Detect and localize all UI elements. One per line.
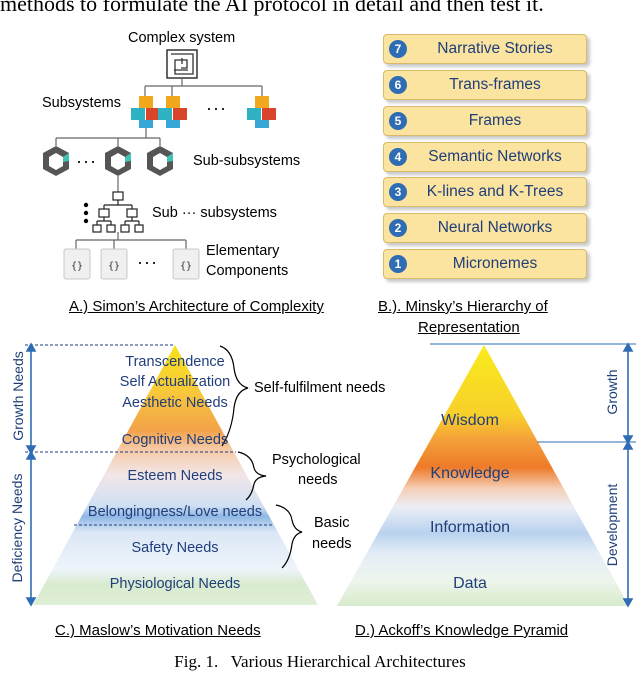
number-badge-icon: 2 [389, 219, 407, 237]
caption-b-line2: Representation [418, 319, 520, 336]
maslow-level-safety: Safety Needs [131, 540, 219, 556]
minsky-level-label: K-lines and K-Trees [426, 183, 564, 200]
hexagon-icon [43, 146, 69, 176]
maslow-level-aesthetic: Aesthetic Needs [122, 395, 228, 411]
number-badge-icon: 1 [389, 255, 407, 273]
minsky-level-1: 1 Micronemes [383, 249, 587, 279]
sub-dots-subsystems-label: Sub ··· subsystems [152, 205, 277, 221]
minsky-level-2: 2 Neural Networks [383, 213, 587, 243]
number-badge-icon: 3 [389, 183, 407, 201]
component-braces-icon: {} [172, 248, 200, 280]
minsky-level-label: Micronemes [452, 255, 538, 272]
minsky-level-label: Trans-frames [449, 76, 541, 93]
maslow-level-belongingness: Belongingness/Love needs [87, 504, 263, 520]
subsystems-label: Subsystems [42, 95, 121, 111]
minsky-level-4: 4 Semantic Networks [383, 142, 587, 172]
number-badge-icon: 6 [389, 76, 407, 94]
minsky-level-3: 3 K-lines and K-Trees [383, 177, 587, 207]
header-text-fragment: methods to formulate the AI protocol in … [0, 0, 544, 16]
ackoff-level-data: Data [453, 575, 487, 592]
hexagon-icon [147, 146, 173, 176]
simon-diagram: {} {} {} [43, 49, 276, 280]
minsky-level-label: Neural Networks [437, 219, 553, 236]
minsky-level-5: 5 Frames [383, 106, 587, 136]
complex-system-label: Complex system [128, 30, 236, 46]
ellipsis-components: ··· [137, 252, 158, 272]
maslow-level-transcendence: Transcendence [125, 354, 225, 370]
caption-a: A.) Simon’s Architecture of Complexity [69, 298, 324, 315]
cube-cluster-icon [247, 96, 276, 128]
number-badge-icon: 4 [389, 148, 407, 166]
growth-needs-label: Growth Needs [10, 351, 26, 441]
components-label: Components [206, 263, 289, 279]
ackoff-level-knowledge: Knowledge [430, 465, 510, 482]
figure-caption: Fig. 1. Various Hierarchical Architectur… [174, 652, 466, 671]
brace-label-psychological-needs: needs [298, 472, 338, 488]
minsky-level-label: Semantic Networks [428, 148, 562, 165]
svg-text:{}: {} [71, 261, 83, 272]
maslow-level-self-actualization: Self Actualization [119, 374, 231, 390]
ackoff-level-information: Information [429, 519, 511, 536]
brace-label-psychological: Psychological [272, 452, 361, 468]
minsky-level-6: 6 Trans-frames [383, 70, 587, 100]
number-badge-icon: 5 [389, 112, 407, 130]
cube-cluster-icon [131, 96, 160, 128]
vertical-dots-icon [83, 202, 89, 224]
brace-label-basic: Basic [314, 515, 350, 531]
hierarchy-tree-icon [92, 191, 144, 233]
minsky-level-7: 7 Narrative Stories [383, 34, 587, 64]
caption-c: C.) Maslow’s Motivation Needs [55, 622, 261, 639]
maslow-level-physiological: Physiological Needs [109, 576, 241, 592]
brace-label-self-fulfilment: Self-fulfilment needs [254, 380, 386, 396]
minsky-level-label: Frames [468, 112, 522, 129]
ackoff-development-label: Development [604, 483, 620, 567]
caption-b-line1: B.). Minsky’s Hierarchy of [378, 298, 548, 315]
sub-subsystems-label: Sub-subsystems [193, 153, 301, 169]
hexagon-icon [105, 146, 131, 176]
cube-cluster-icon [158, 96, 187, 128]
component-braces-icon: {} [63, 248, 91, 280]
caption-d: D.) Ackoff’s Knowledge Pyramid [355, 622, 569, 639]
svg-text:{}: {} [108, 261, 120, 272]
ackoff-growth-label: Growth [604, 369, 620, 415]
minsky-level-label: Narrative Stories [437, 40, 553, 57]
maslow-level-esteem: Esteem Needs [127, 468, 223, 484]
component-braces-icon: {} [100, 248, 128, 280]
number-badge-icon: 7 [389, 40, 407, 58]
ackoff-level-wisdom: Wisdom [441, 412, 499, 429]
brace-label-basic-needs: needs [312, 536, 352, 552]
ellipsis-subsystems: ··· [206, 98, 227, 118]
deficiency-needs-label: Deficiency Needs [9, 473, 25, 583]
ellipsis-subsub: ··· [76, 151, 97, 171]
maze-icon [166, 49, 198, 79]
svg-text:{}: {} [180, 261, 192, 272]
maslow-level-cognitive: Cognitive Needs [121, 432, 229, 448]
elementary-label: Elementary [206, 243, 280, 259]
